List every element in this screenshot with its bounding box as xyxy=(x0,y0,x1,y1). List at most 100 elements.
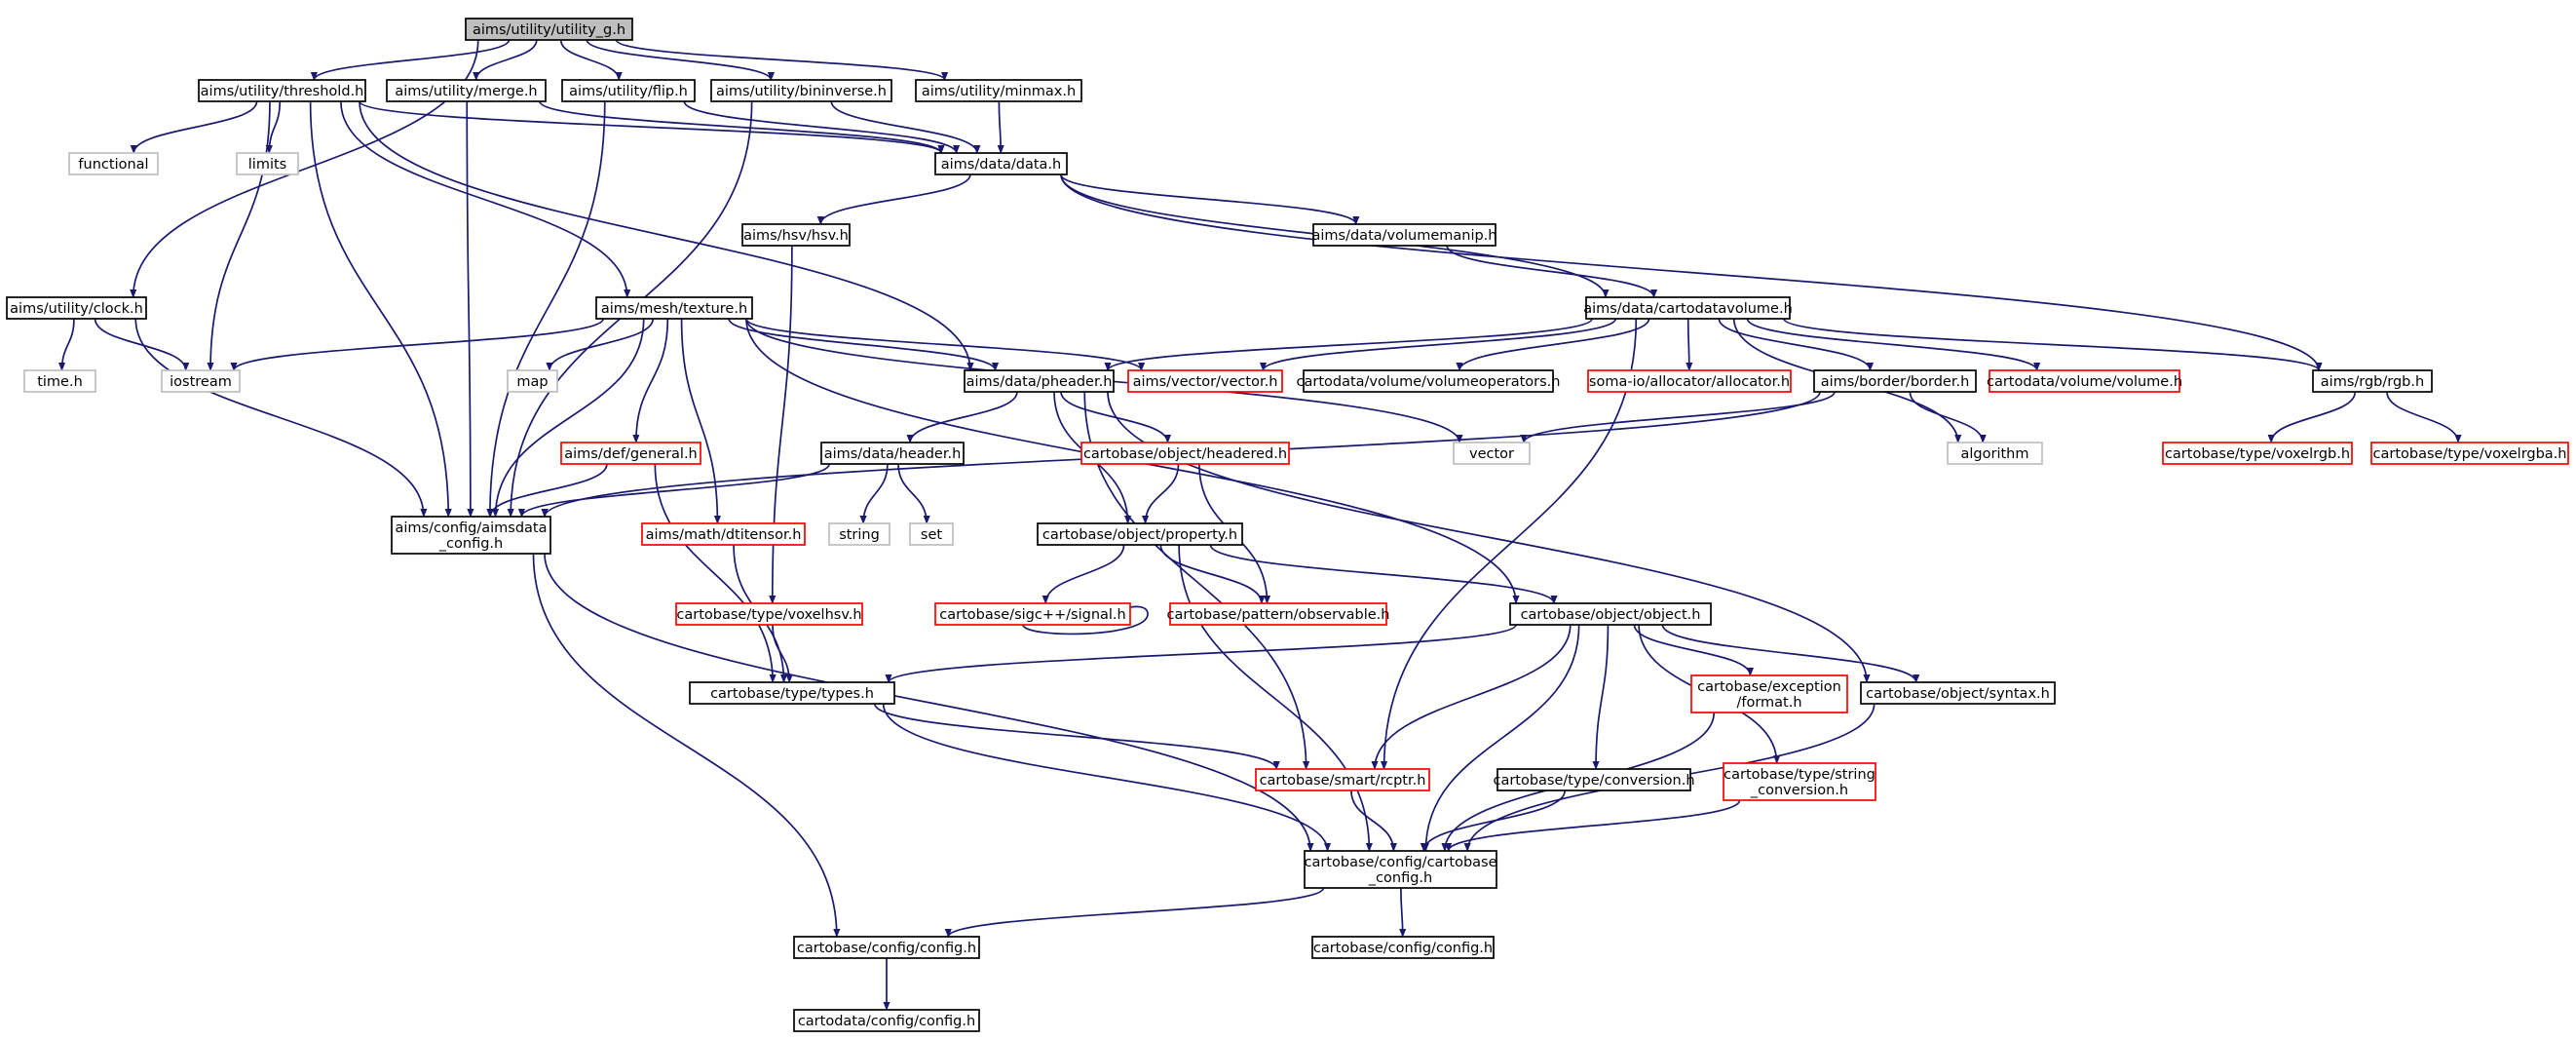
node-texture[interactable]: aims/mesh/texture.h xyxy=(595,296,753,320)
edge-texture-to-general xyxy=(632,318,669,443)
edge-cartodatavolume-to-border xyxy=(1718,318,1875,371)
node-types[interactable]: cartobase/type/types.h xyxy=(689,681,895,705)
edge-object-to-cartobase_config xyxy=(1421,624,1580,852)
node-rcptr[interactable]: cartobase/smart/rcptr.h xyxy=(1255,768,1430,791)
node-format[interactable]: cartobase/exception/format.h xyxy=(1690,674,1848,713)
edge-merge-to-data xyxy=(539,100,945,154)
node-volumemanip[interactable]: aims/data/volumemanip.h xyxy=(1312,223,1497,247)
node-box xyxy=(641,522,806,546)
node-box xyxy=(161,369,241,393)
edge-clock-to-aimsdata_config xyxy=(134,318,428,518)
edge-general-to-types xyxy=(654,463,777,683)
edge-object-to-rcptr xyxy=(1371,624,1572,770)
node-bininverse[interactable]: aims/utility/bininverse.h xyxy=(710,79,892,102)
node-string-conversion[interactable]: cartobase/type/string_conversion.h xyxy=(1723,762,1876,801)
node-minmax[interactable]: aims/utility/minmax.h xyxy=(915,79,1082,102)
node-box xyxy=(2312,369,2433,393)
node-label: aims/utility/clock.h xyxy=(10,301,143,317)
node-box xyxy=(386,79,547,102)
node-box xyxy=(1585,296,1791,320)
node-vector-h[interactable]: aims/vector/vector.h xyxy=(1127,369,1283,393)
edge-cartodatavolume-to-allocator xyxy=(1686,318,1693,371)
node-time: time.h xyxy=(23,369,96,393)
node-box xyxy=(1496,768,1691,791)
node-box xyxy=(710,79,892,102)
node-box xyxy=(934,602,1131,626)
node-label: cartodata/config/config.h xyxy=(798,1014,975,1029)
node-box xyxy=(236,152,299,175)
node-hsv[interactable]: aims/hsv/hsv.h xyxy=(741,223,851,247)
edge-clock-to-time xyxy=(57,318,75,371)
node-object[interactable]: cartobase/object/object.h xyxy=(1509,602,1712,626)
node-clock[interactable]: aims/utility/clock.h xyxy=(6,296,147,320)
edge-pheader-to-header xyxy=(906,391,1018,443)
edge-utility_g-to-flip xyxy=(559,39,623,81)
node-syntax[interactable]: cartobase/object/syntax.h xyxy=(1860,681,2056,705)
node-voxelrgb[interactable]: cartobase/type/voxelrgb.h xyxy=(2162,442,2353,465)
node-threshold[interactable]: aims/utility/threshold.h xyxy=(198,79,366,102)
node-label: _conversion.h xyxy=(1750,783,1848,798)
node-label: cartobase/config/config.h xyxy=(1313,941,1493,956)
node-header[interactable]: aims/data/header.h xyxy=(820,442,965,465)
node-box xyxy=(507,369,558,393)
node-merge[interactable]: aims/utility/merge.h xyxy=(386,79,547,102)
edge-header-to-string xyxy=(859,463,889,524)
edge-rcptr-to-cartobase_config xyxy=(1350,790,1397,852)
node-headered[interactable]: cartobase/object/headered.h xyxy=(1080,442,1290,465)
edge-texture-to-dtitensor xyxy=(680,318,722,524)
node-dtitensor[interactable]: aims/math/dtitensor.h xyxy=(641,522,806,546)
node-algorithm: algorithm xyxy=(1947,442,2043,465)
node-label: cartobase/type/string xyxy=(1724,767,1875,783)
node-box xyxy=(1037,522,1243,546)
node-voxelrgba[interactable]: cartobase/type/voxelrgba.h xyxy=(2370,442,2569,465)
node-rgb[interactable]: aims/rgb/rgb.h xyxy=(2312,369,2433,393)
node-border[interactable]: aims/border/border.h xyxy=(1813,369,1977,393)
node-label: aims/data/cartodatavolume.h xyxy=(1583,301,1793,317)
node-label: cartobase/sigc++/signal.h xyxy=(939,607,1125,623)
edge-cartodatavolume-to-volume xyxy=(1746,318,2041,371)
node-property[interactable]: cartobase/object/property.h xyxy=(1037,522,1243,546)
node-vector: vector xyxy=(1453,442,1531,465)
node-label: cartobase/object/object.h xyxy=(1521,607,1701,623)
edge-property-to-signal xyxy=(1042,544,1125,604)
node-label: map xyxy=(516,374,548,390)
node-box xyxy=(793,1009,980,1032)
node-label: cartobase/type/voxelrgb.h xyxy=(2165,446,2350,462)
node-volumeoperators[interactable]: cartodata/volume/volumeoperators.h xyxy=(1297,369,1561,393)
node-cartodata-config[interactable]: cartodata/config/config.h xyxy=(793,1009,980,1032)
edge-aimsdata_config-to-config_left xyxy=(532,553,841,938)
node-cartobase-config[interactable]: cartobase/config/cartobase_config.h xyxy=(1304,850,1497,889)
node-allocator[interactable]: soma-io/allocator/allocator.h xyxy=(1587,369,1792,393)
node-label: aims/utility/minmax.h xyxy=(922,84,1076,99)
node-aimsdata-config[interactable]: aims/config/aimsdata_config.h xyxy=(391,516,551,555)
node-volume[interactable]: cartodata/volume/volume.h xyxy=(1987,369,2182,393)
node-label: string xyxy=(839,527,880,543)
node-data[interactable]: aims/data/data.h xyxy=(934,152,1068,175)
node-box xyxy=(23,369,96,393)
node-label: time.h xyxy=(37,374,83,390)
node-box xyxy=(1509,602,1712,626)
node-flip[interactable]: aims/utility/flip.h xyxy=(561,79,696,102)
node-cartodatavolume[interactable]: aims/data/cartodatavolume.h xyxy=(1583,296,1793,320)
node-utility-g[interactable]: aims/utility/utility_g.h xyxy=(465,18,633,41)
edge-threshold-to-limits xyxy=(265,100,282,154)
node-label: _config.h xyxy=(1368,870,1432,886)
node-voxelhsv[interactable]: cartobase/type/voxelhsv.h xyxy=(675,602,863,626)
node-pheader[interactable]: aims/data/pheader.h xyxy=(964,369,1115,393)
node-label: cartobase/type/voxelrgba.h xyxy=(2373,446,2567,462)
node-label: cartobase/object/headered.h xyxy=(1083,446,1287,462)
node-label: limits xyxy=(248,157,286,173)
node-config-left[interactable]: cartobase/config/config.h xyxy=(793,936,980,959)
node-label: aims/utility/utility_g.h xyxy=(473,22,625,38)
node-general[interactable]: aims/def/general.h xyxy=(560,442,701,465)
edge-border-to-vector xyxy=(1520,391,1836,443)
node-box xyxy=(1304,850,1497,889)
node-box xyxy=(6,296,147,320)
node-conversion[interactable]: cartobase/type/conversion.h xyxy=(1493,768,1695,791)
node-signal[interactable]: cartobase/sigc++/signal.h xyxy=(934,602,1131,626)
node-config-right[interactable]: cartobase/config/config.h xyxy=(1311,936,1495,959)
node-label: aims/def/general.h xyxy=(564,446,698,462)
edge-pheader-to-headered xyxy=(1060,391,1172,443)
node-observable[interactable]: cartobase/pattern/observable.h xyxy=(1167,602,1390,626)
